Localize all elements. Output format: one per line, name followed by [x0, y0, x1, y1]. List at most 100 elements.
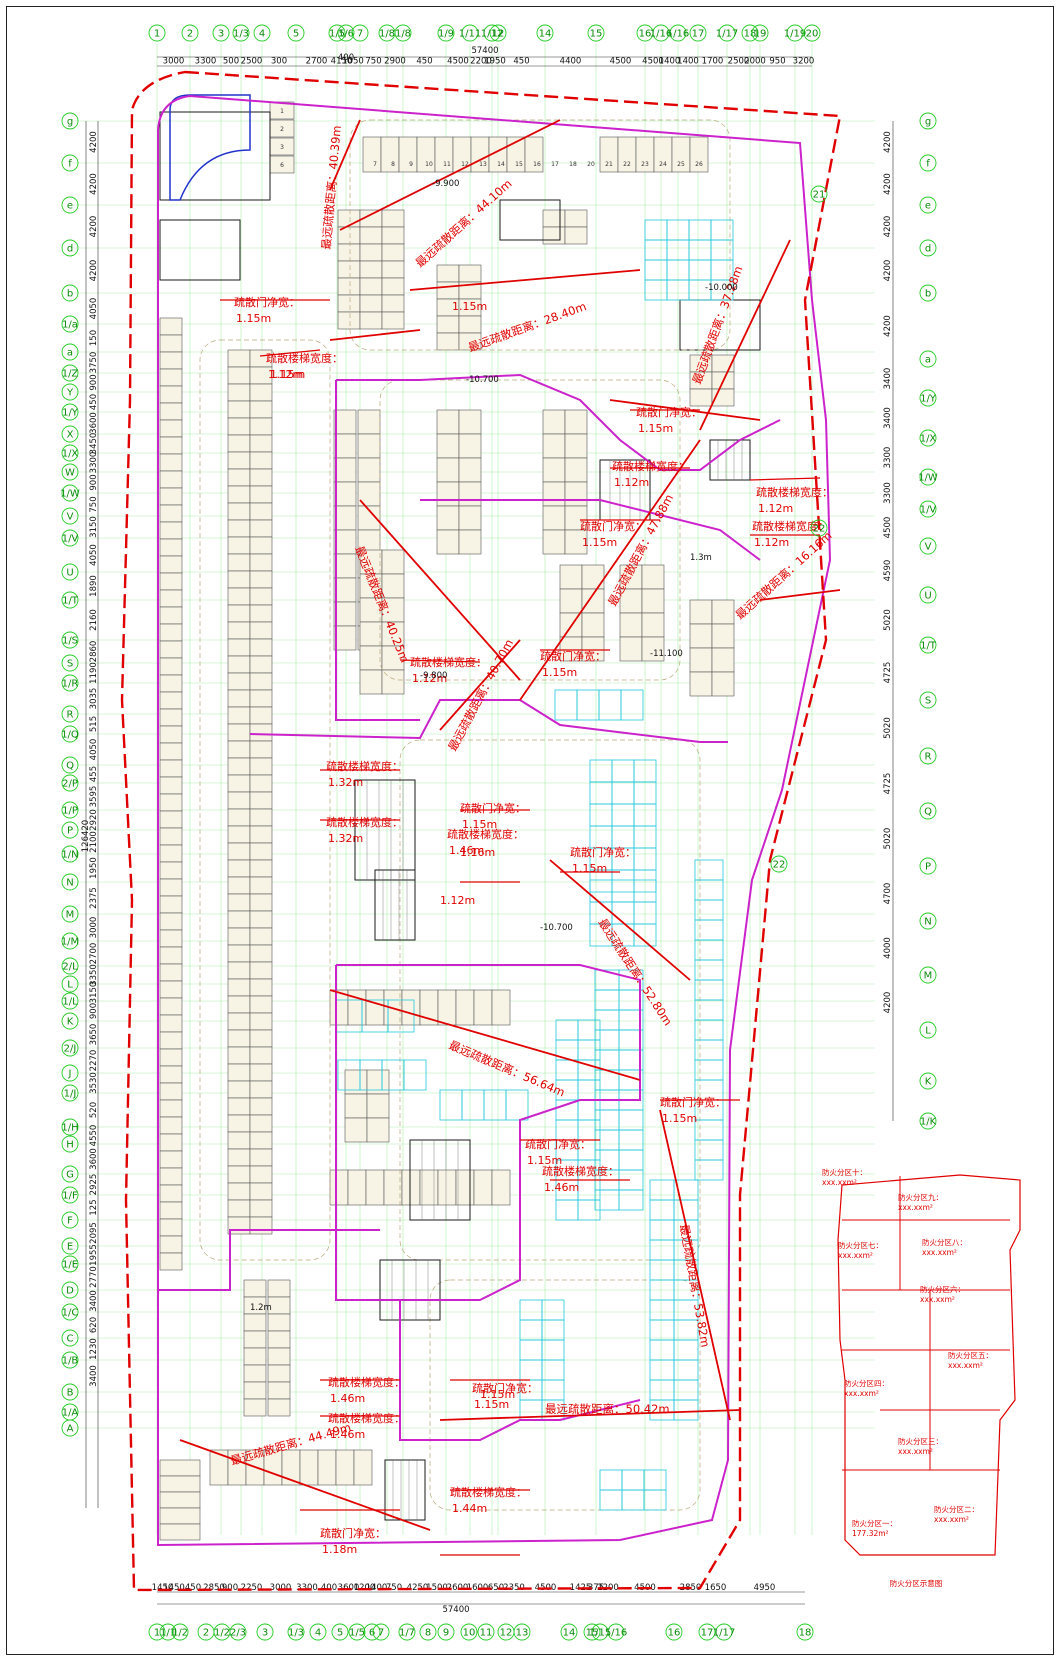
dim-bottom: 1450	[163, 1583, 185, 1593]
grid-bubble	[61, 1118, 79, 1136]
evac-distance-line	[439, 639, 521, 731]
door-width-label: 疏散门净宽：	[320, 1526, 386, 1540]
dim-left: 4550	[89, 1125, 99, 1147]
door-width-value: 1.15m	[462, 818, 497, 831]
grid-label-left: 1/A	[62, 1408, 79, 1419]
grid-label-right: b	[925, 289, 931, 300]
grid-label-bottom: 1/5	[349, 1628, 365, 1639]
stair-width-label: 疏散楼梯宽度：	[756, 485, 833, 499]
grid-label-left: 1/C	[62, 1308, 79, 1319]
parking-stall	[359, 645, 383, 671]
cyan-stall	[555, 1019, 579, 1041]
parking-stall	[267, 1313, 291, 1332]
stair-width-label: 疏散楼梯宽度：	[328, 1375, 405, 1389]
parking-stall	[581, 636, 605, 662]
stair-core	[384, 1459, 426, 1521]
grid-label-bottom: 12	[500, 1628, 513, 1639]
cyan-stall	[694, 979, 724, 1001]
stall-number: 14	[497, 161, 505, 168]
grid-bubble	[61, 1419, 79, 1437]
parking-stall	[249, 1046, 273, 1065]
grid-label-left: W	[65, 468, 75, 479]
cyan-stall	[649, 1179, 675, 1201]
grid-bubble	[919, 586, 937, 604]
dim-left: 2700	[89, 943, 99, 965]
grid-bubble	[61, 343, 79, 361]
dim-left: 3000	[89, 917, 99, 939]
parking-stall	[249, 791, 273, 810]
wall-block	[159, 111, 271, 201]
parking-stall	[249, 1216, 273, 1235]
cyan-stall	[649, 1219, 675, 1241]
parking-stall	[227, 791, 251, 810]
grid-label-top: 1/8	[379, 29, 395, 40]
short-note: 1.15m	[270, 368, 305, 381]
parking-stall	[333, 481, 357, 507]
cyan-stall	[644, 259, 668, 281]
grid-label-bottom: 8	[425, 1628, 431, 1639]
grid-label-bottom: 1/2	[214, 1628, 230, 1639]
grid-label-left: 1/Z	[62, 369, 79, 380]
parking-stall	[249, 553, 273, 572]
parking-stall	[227, 944, 251, 963]
grid-label-top: 14	[539, 29, 552, 40]
door-width-value: 1.15m	[582, 536, 617, 549]
dim-right: 4200	[883, 131, 893, 153]
parking-stall	[159, 419, 183, 438]
parking-stall	[458, 409, 482, 435]
dim-left: 2160	[89, 609, 99, 631]
parking-stall	[159, 453, 183, 472]
grid-label-top: 1/17	[716, 29, 738, 40]
grid-bubble	[669, 24, 687, 42]
parking-stall	[227, 1046, 251, 1065]
grid-label-bottom: 16	[668, 1628, 681, 1639]
parking-stall	[227, 400, 251, 419]
wall-block	[499, 199, 561, 241]
cyan-stall	[673, 1399, 699, 1421]
grid-bubble	[61, 196, 79, 214]
parking-stall	[159, 334, 183, 353]
cyan-stall	[633, 923, 657, 947]
parking-stall	[436, 505, 460, 531]
parking-stall	[209, 1449, 229, 1486]
parking-stall	[267, 1347, 291, 1366]
parking-stall	[436, 457, 460, 483]
parking-stall	[249, 434, 273, 453]
grid-bubble	[61, 992, 79, 1010]
cyan-stall	[461, 1089, 485, 1121]
parking-stall	[227, 876, 251, 895]
grid-label-right: P	[925, 862, 931, 873]
dim-left: 1230	[89, 1338, 99, 1360]
dim-top: 2200	[470, 57, 492, 67]
cyan-stall	[611, 901, 635, 925]
stair-width-value: 1.12m	[614, 476, 649, 489]
parking-stall	[159, 878, 183, 897]
parking-stall	[249, 740, 273, 759]
parking-stall	[159, 861, 183, 880]
dim-left: 3400	[89, 1290, 99, 1312]
evac-distance-line	[439, 1409, 741, 1421]
grid-label-left: 1/B	[62, 1356, 79, 1367]
dim-left: 4200	[89, 260, 99, 282]
evac-distance-line	[359, 499, 521, 681]
stair-width-value: 1.12m	[758, 502, 793, 515]
parking-stall	[159, 640, 183, 659]
parking-stall	[227, 1029, 251, 1048]
parking-stall	[249, 723, 273, 742]
cyan-stall	[688, 259, 712, 281]
grid-label-left: E	[67, 1242, 73, 1253]
cyan-stall	[620, 689, 644, 721]
parking-stall	[335, 1449, 355, 1486]
cyan-stall	[649, 1359, 675, 1381]
dim-left: 3150	[89, 982, 99, 1004]
grid-label-top: 1/6	[338, 29, 354, 40]
parking-stall	[581, 612, 605, 638]
dim-bottom: 2250	[241, 1583, 263, 1593]
door-width-label: 疏散门净宽：	[472, 1381, 538, 1395]
dim-bottom: 3000	[270, 1583, 292, 1593]
parking-stall	[249, 995, 273, 1014]
grid-label-left: R	[67, 710, 74, 721]
grid-label-right: 1/T	[920, 641, 937, 652]
fire-zone-divider	[335, 380, 420, 721]
grid-bubble	[718, 24, 736, 42]
